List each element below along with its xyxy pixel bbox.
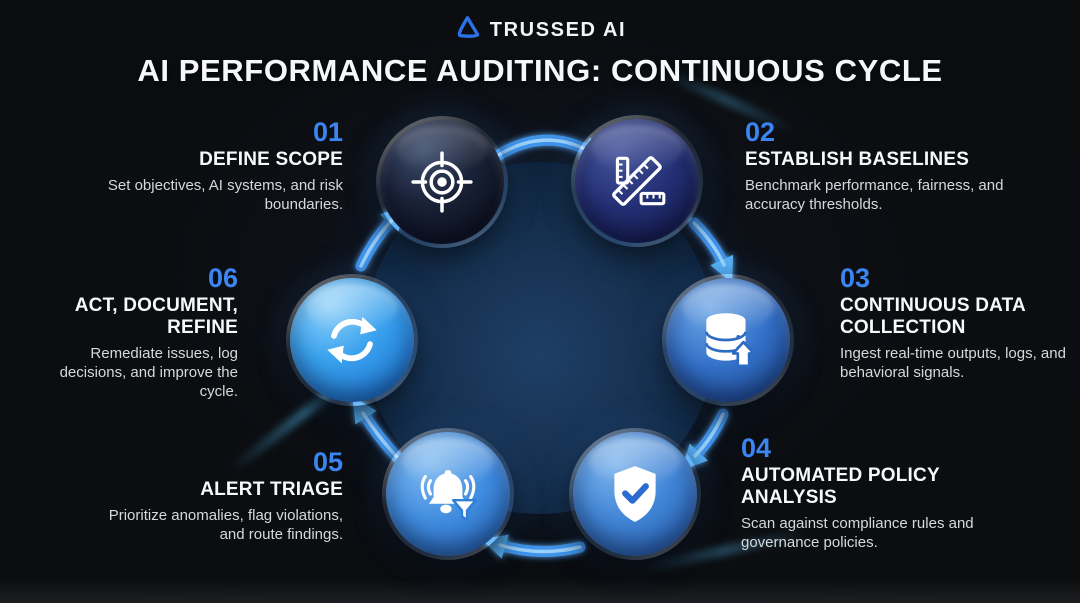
arrow-step1-to-step2 bbox=[491, 134, 607, 162]
step-description: Prioritize anomalies, flag violations, a… bbox=[108, 507, 343, 544]
node-continuous-data-collection bbox=[662, 274, 794, 406]
step-define-scope: 01 DEFINE SCOPE Set objectives, AI syste… bbox=[95, 118, 343, 214]
step-number: 03 bbox=[840, 263, 871, 293]
shield-check-icon bbox=[602, 461, 668, 527]
brand-name: TRUSSED AI bbox=[489, 18, 627, 41]
step-title: ESTABLISH BASELINES bbox=[745, 149, 970, 171]
arrow-step4-to-step5 bbox=[481, 534, 586, 559]
arrow-step2-to-step3 bbox=[688, 217, 734, 283]
step-description: Benchmark performance, fairness, and acc… bbox=[745, 177, 1004, 214]
target-icon bbox=[409, 149, 475, 215]
node-automated-policy-analysis bbox=[569, 428, 701, 560]
node-establish-baselines bbox=[571, 115, 703, 247]
node-define-scope bbox=[376, 116, 508, 248]
step-title: DEFINE SCOPE bbox=[199, 149, 343, 171]
step-title: ALERT TRIAGE bbox=[200, 479, 343, 501]
step-automated-policy-analysis: 04 AUTOMATED POLICY ANALYSIS Scan agains… bbox=[741, 434, 979, 552]
step-act-document-refine: 06 ACT, DOCUMENT, REFINE Remediate issue… bbox=[48, 264, 238, 401]
step-number: 04 bbox=[741, 433, 772, 463]
step-number: 06 bbox=[207, 263, 238, 293]
database-upload-icon bbox=[695, 307, 761, 373]
step-alert-triage: 05 ALERT TRIAGE Prioritize anomalies, fl… bbox=[100, 448, 343, 544]
brand: TRUSSED AI bbox=[0, 14, 1080, 46]
step-number: 02 bbox=[745, 117, 776, 147]
alert-bell-filter-icon bbox=[415, 461, 481, 527]
ruler-icon bbox=[604, 148, 670, 214]
triangle-logo-icon bbox=[454, 14, 481, 46]
step-description: Ingest real-time outputs, logs, and beha… bbox=[840, 344, 1066, 381]
arrow-step3-to-step4 bbox=[681, 408, 729, 471]
step-title: ACT, DOCUMENT, REFINE bbox=[74, 295, 238, 338]
step-description: Set objectives, AI systems, and risk bou… bbox=[107, 177, 343, 214]
step-description: Remediate issues, log decisions, and imp… bbox=[59, 344, 238, 401]
step-number: 01 bbox=[312, 117, 343, 147]
page-title: AI PERFORMANCE AUDITING: CONTINUOUS CYCL… bbox=[137, 53, 943, 88]
floor-highlight bbox=[0, 579, 1080, 603]
step-continuous-data-collection: 03 CONTINUOUS DATA COLLECTION Ingest rea… bbox=[840, 264, 1066, 382]
step-description: Scan against compliance rules and govern… bbox=[741, 514, 974, 551]
header: TRUSSED AI AI PERFORMANCE AUDITING: CONT… bbox=[0, 14, 1080, 89]
refresh-cycle-icon bbox=[319, 307, 385, 373]
node-alert-triage bbox=[382, 428, 514, 560]
step-title: CONTINUOUS DATA COLLECTION bbox=[840, 295, 1026, 338]
node-act-document-refine bbox=[286, 274, 418, 406]
step-title: AUTOMATED POLICY ANALYSIS bbox=[741, 465, 940, 508]
step-establish-baselines: 02 ESTABLISH BASELINES Benchmark perform… bbox=[745, 118, 1017, 214]
step-number: 05 bbox=[312, 447, 343, 477]
